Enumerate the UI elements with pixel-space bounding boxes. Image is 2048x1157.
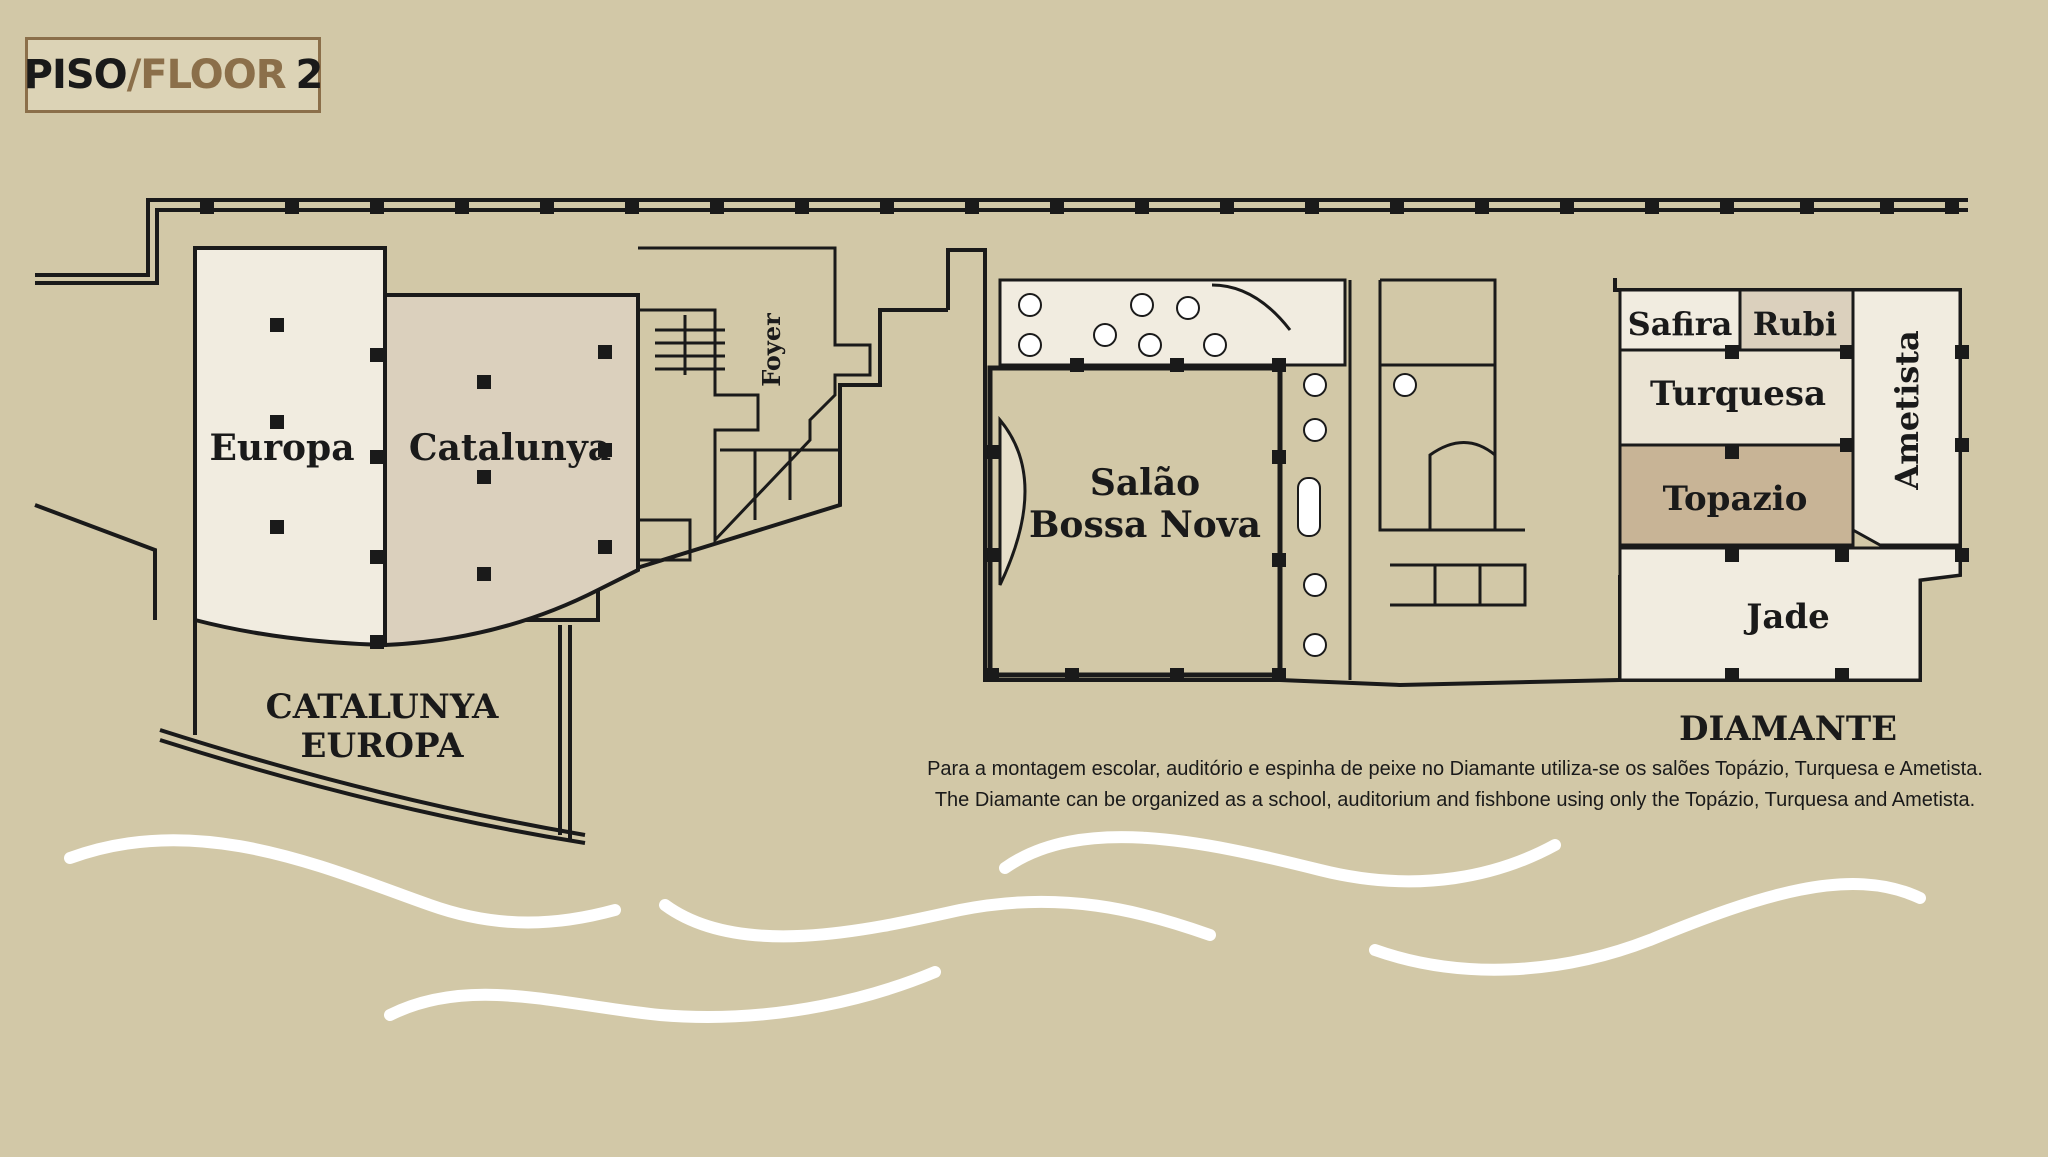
label-jade: Jade — [1743, 597, 1830, 637]
salao-side-structure — [1348, 278, 1527, 680]
label-turquesa: Turquesa — [1650, 374, 1826, 414]
foyer-walls — [638, 246, 872, 544]
europa-catalunya-columns — [270, 318, 612, 649]
label-salao-line1: Salão — [1090, 462, 1200, 504]
wave-3 — [384, 966, 941, 1023]
room-topazio[interactable] — [1618, 443, 1855, 547]
note-pt: Para a montagem escolar, auditório e esp… — [927, 758, 1983, 780]
salao-stage — [998, 415, 1027, 586]
label-rubi: Rubi — [1753, 305, 1837, 343]
label-foyer: Foyer — [757, 313, 786, 387]
salao-reception-strip — [998, 278, 1347, 367]
label-topazio: Topazio — [1663, 479, 1808, 519]
terrace-edge-outer — [159, 728, 586, 837]
foyer-area — [638, 246, 872, 562]
room-safira[interactable] — [1618, 288, 1742, 352]
spiral-stair — [1211, 283, 1292, 331]
wave-decoration — [64, 831, 1926, 1023]
wave-5 — [1369, 878, 1926, 976]
salao-columns — [985, 358, 1286, 682]
room-ametista[interactable] — [1851, 288, 1962, 547]
table-setups — [1018, 293, 1417, 657]
side-corridor — [1348, 280, 1525, 680]
note-en: The Diamante can be organized as a schoo… — [934, 789, 1976, 811]
label-salao-line2: Bossa Nova — [1029, 504, 1261, 546]
stair-block — [1428, 441, 1497, 532]
salao-bottom — [985, 678, 1621, 688]
floor-badge-piso: PISO — [23, 52, 128, 98]
label-catalunya-europa-line2: EUROPA — [301, 726, 465, 766]
label-ametista: Ametista — [1888, 330, 1926, 491]
corridor-columns — [200, 200, 1959, 214]
diamante-columns — [1725, 345, 1969, 682]
terrace-right-wall — [558, 625, 572, 840]
label-catalunya: Catalunya — [409, 427, 611, 469]
terrace-edge-inner — [159, 738, 586, 845]
stair-lines — [655, 315, 725, 375]
floor-badge-slash: / — [126, 52, 142, 98]
label-safira: Safira — [1628, 305, 1733, 343]
label-diamante: DIAMANTE — [1679, 709, 1897, 749]
room-rubi[interactable] — [1738, 288, 1855, 352]
wave-2 — [659, 895, 1216, 943]
room-catalunya[interactable] — [383, 293, 640, 648]
room-salao-bossa-nova[interactable] — [987, 365, 1283, 678]
west-diagonal-wall — [34, 503, 157, 620]
floor-badge-number: 2 — [295, 52, 324, 98]
floor-badge-floor: FLOOR — [140, 52, 286, 98]
label-europa: Europa — [209, 427, 354, 469]
service-block — [1380, 278, 1497, 530]
wave-1 — [64, 834, 621, 929]
service-rooms — [638, 448, 840, 562]
wave-4 — [999, 831, 1561, 888]
bar-counter — [1390, 563, 1527, 607]
label-catalunya-europa-line1: CATALUNYA — [266, 687, 499, 727]
